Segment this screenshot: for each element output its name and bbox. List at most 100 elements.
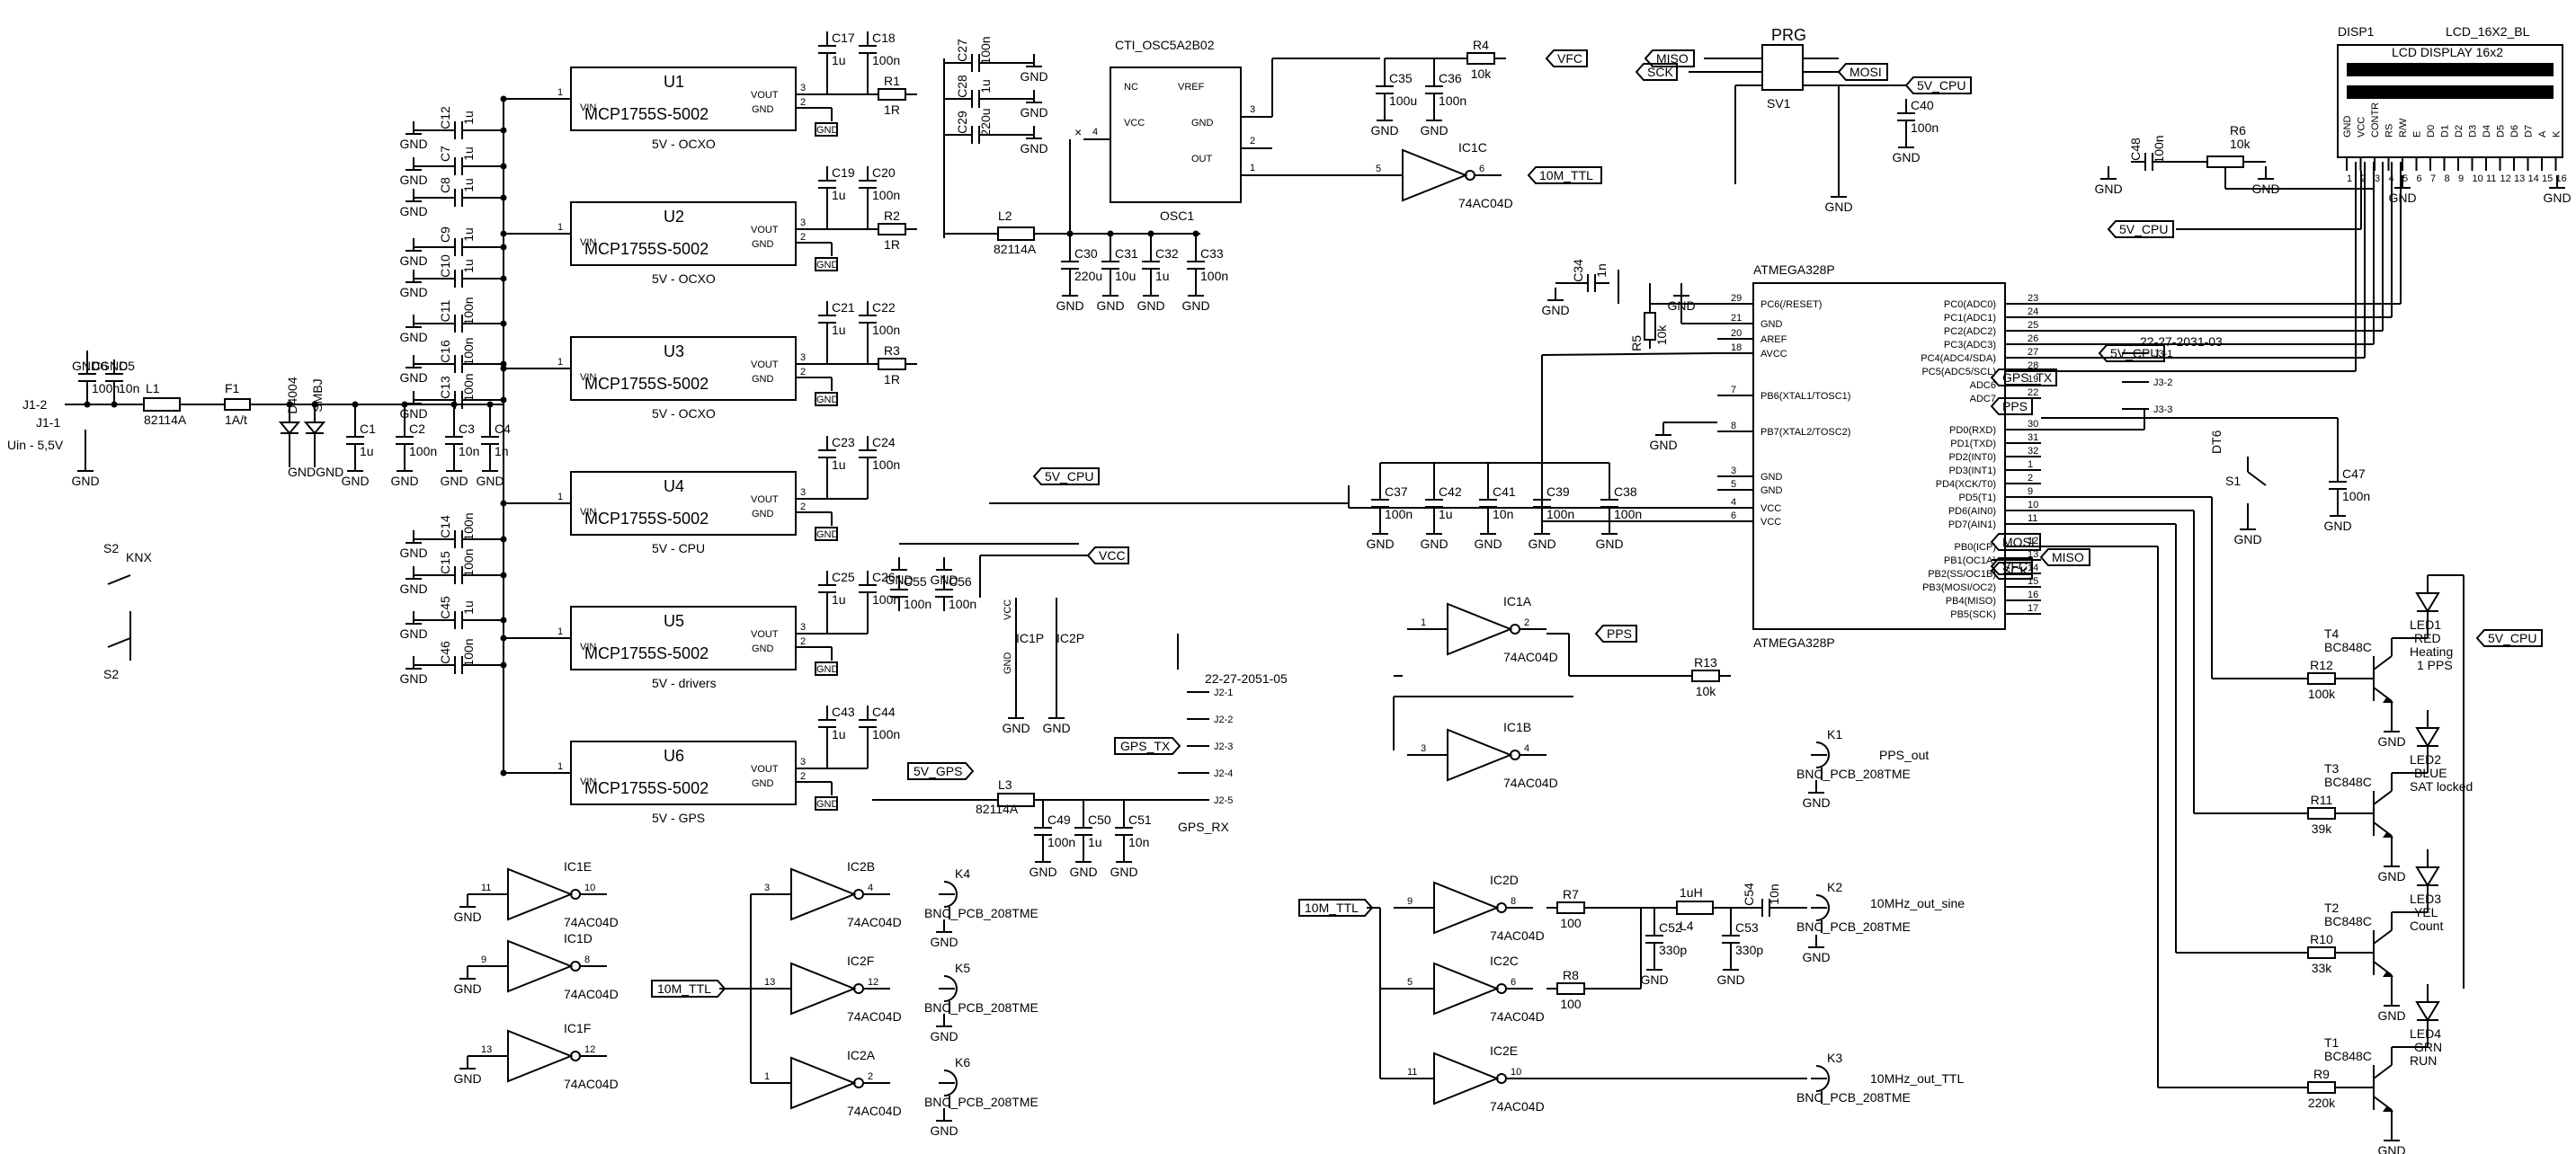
fuse-f1 xyxy=(224,398,251,411)
gnd-label: GND xyxy=(1892,150,1920,164)
cap-val: 100n xyxy=(461,638,476,666)
pin-vout: VOUT xyxy=(751,764,779,775)
cap-ref: C34 xyxy=(1571,259,1585,282)
l1-val: 82114A xyxy=(144,413,187,427)
cap-val: 220u xyxy=(978,108,993,136)
led-color: BLUE xyxy=(2414,766,2447,780)
pps-net2 xyxy=(1594,625,1637,643)
junction-dot xyxy=(500,194,507,201)
inverter-ic2d xyxy=(1433,881,1500,935)
pin-gnd: GND xyxy=(752,509,774,519)
lcd-pin: D0 xyxy=(2426,125,2437,138)
v5cpu-net4-text: 5V_CPU xyxy=(2119,222,2168,236)
gnd-label: GND xyxy=(1069,865,1097,879)
pin-num: 1 xyxy=(2347,173,2352,184)
transistor-ref: T4 xyxy=(2324,626,2340,641)
pin-num: 9 xyxy=(2458,173,2464,184)
gnd-label: GND xyxy=(399,370,427,385)
junction-dot xyxy=(500,617,507,624)
junction-dot xyxy=(500,536,507,543)
led-ref: LED4 xyxy=(2410,1026,2441,1041)
pin-num: 29 xyxy=(1731,293,1742,304)
gnd-label: GND xyxy=(2233,532,2261,546)
junction-dot xyxy=(1192,230,1199,237)
lcd-pin: RS xyxy=(2384,124,2395,138)
cap-ref: C9 xyxy=(438,226,452,243)
mcu-pin-left: PB7(XTAL2/TOSC2) xyxy=(1760,427,1850,438)
mcu-name-bottom: ATMEGA328P xyxy=(1753,635,1835,650)
sck-net-text: SCK xyxy=(1647,65,1673,79)
c35: C35 xyxy=(1389,71,1413,85)
gnd-label: GND xyxy=(1528,537,1555,551)
v5cpu-net4 xyxy=(2107,220,2174,238)
gnd-label: GND xyxy=(399,626,427,641)
cpu-cap: C41 xyxy=(1493,484,1516,499)
gate-ref: IC2D xyxy=(1490,873,1519,887)
mcu-pin-right: PD5(T1) xyxy=(1958,493,1996,503)
inverter-spare xyxy=(507,1029,574,1083)
resistor-val: 10k xyxy=(1654,324,1669,346)
gnd-label: GND xyxy=(1716,972,1744,987)
pin-vin: VIN xyxy=(580,777,596,787)
gpstx-net-text: GPS_TX xyxy=(2002,370,2053,385)
c54-ref: C54 xyxy=(1742,883,1756,906)
gate-ref: IC1E xyxy=(564,859,592,874)
lcd-display xyxy=(2337,44,2563,158)
pin-num: 2 xyxy=(868,1071,873,1082)
inverter-spare xyxy=(507,867,574,921)
mcu-pin-left: VCC xyxy=(1760,517,1781,528)
junction-dot xyxy=(500,500,507,507)
reg-in-cap-val: 1u xyxy=(832,323,846,337)
r4-val: 10k xyxy=(1471,67,1493,81)
regulator-part: MCP1755S-5002 xyxy=(584,105,709,123)
vfc-net xyxy=(1545,49,1588,67)
gnd-label: GND xyxy=(816,395,839,405)
lcd-pin: D4 xyxy=(2482,125,2492,138)
j2-pin: J2-4 xyxy=(1214,768,1233,779)
pin-num: 23 xyxy=(2028,293,2038,304)
pin-num: 16 xyxy=(2556,173,2567,184)
cap-ref: C7 xyxy=(438,146,452,162)
gnd-label: GND xyxy=(816,799,839,810)
pin-num: 30 xyxy=(2028,419,2038,430)
c36-val: 100n xyxy=(1439,93,1466,108)
c47-val: 100n xyxy=(2342,489,2370,503)
cap-ref: C28 xyxy=(955,75,969,98)
pin-num: 26 xyxy=(2028,333,2038,344)
wire xyxy=(2373,790,2393,805)
pin-num: 1 xyxy=(2028,459,2033,470)
pin-num: 5 xyxy=(1731,479,1736,490)
wire xyxy=(107,637,131,648)
pin-num: 11 xyxy=(481,883,491,893)
c52-val: 330p xyxy=(1659,943,1687,957)
gnd-label: GND xyxy=(390,474,418,488)
junction-dot xyxy=(500,769,507,777)
osc-pin-out: OUT xyxy=(1191,154,1213,164)
gnd-label: GND xyxy=(1541,303,1569,317)
osc-cap-val: 1u xyxy=(1155,269,1170,283)
r13-ref: R13 xyxy=(1694,655,1717,670)
mcu-pin-left: GND xyxy=(1760,485,1783,496)
lcd-pin: R/W xyxy=(2398,118,2409,138)
bnc-ref: K5 xyxy=(955,961,970,975)
pin-gnd: GND xyxy=(752,374,774,385)
gnd-label: GND xyxy=(1370,123,1398,138)
inverter-ic2 xyxy=(790,962,857,1016)
gnd-chip xyxy=(815,661,838,676)
gnd-label: GND xyxy=(2377,1143,2405,1154)
input-cap-val: 1n xyxy=(495,444,509,458)
ttl-net2-text: 10M_TTL xyxy=(657,981,711,996)
knx-label: KNX xyxy=(126,550,152,564)
gnd-label: GND xyxy=(2377,1008,2405,1023)
mcu-pin-right: PC5(ADC5/SCL) xyxy=(1921,367,1996,377)
lcd-part: LCD_16X2_BL xyxy=(2446,24,2530,39)
pin-num: 8 xyxy=(1731,421,1736,431)
gpstx-net2 xyxy=(1114,737,1181,755)
reg-in-cap-val: 1u xyxy=(832,727,846,741)
gnd-label: GND xyxy=(1640,972,1668,987)
ttl-net3 xyxy=(1298,899,1374,917)
led-color: YEL xyxy=(2414,905,2438,919)
pin-num: 4 xyxy=(1524,743,1529,754)
vcc-net-text: VCC xyxy=(1099,548,1126,563)
gnd-label: GND xyxy=(1110,865,1137,879)
